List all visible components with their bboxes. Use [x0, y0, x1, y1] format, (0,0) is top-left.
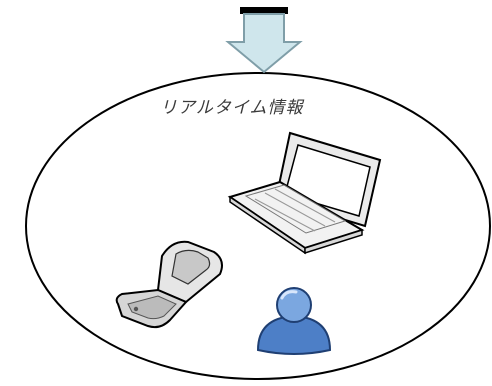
laptop-icon [230, 133, 380, 253]
boundary-ellipse [26, 73, 490, 379]
user-icon [258, 288, 330, 354]
flip-phone-icon [117, 242, 222, 327]
realtime-info-label: リアルタイム情報 [160, 93, 400, 118]
down-arrow-icon [228, 7, 300, 72]
